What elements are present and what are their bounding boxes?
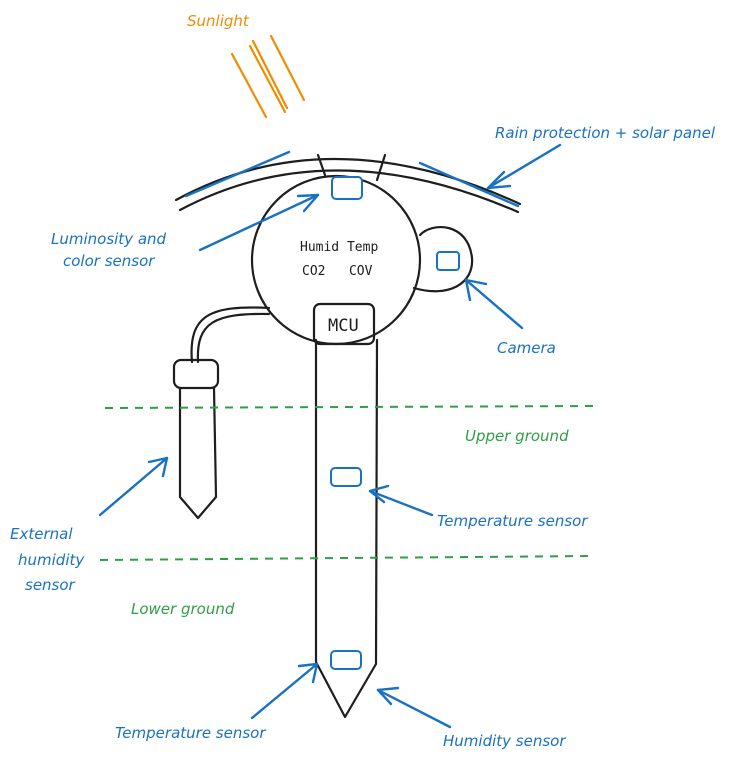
mcu-box [312,302,376,346]
camera-arrow [464,278,524,330]
external-label-line3: sensor [25,576,76,594]
lower-ground-line [99,555,593,561]
external-label-line2: humidity [18,551,85,569]
co2-cov-text: CO2 COV [302,264,373,279]
temperature-sensor-upper-box [330,467,362,487]
sensor-cable [190,306,271,364]
rain-protection-label: Rain protection + solar panel [495,124,716,142]
lower-ground-label: Lower ground [131,600,235,618]
luminosity-sensor-box [331,176,363,200]
rain-protection-roof [174,150,522,214]
external-label-line1: External [10,525,73,543]
temperature-upper-label: Temperature sensor [437,512,588,530]
luminosity-arrow [198,193,320,252]
temperature-lower-arrow [250,662,319,720]
temperature-sensor-lower-box [330,650,362,670]
humid-temp-text: Humid Temp [300,240,378,255]
camera-label: Camera [497,339,556,357]
camera-bump [412,226,474,293]
mcu-label: MCU [328,316,359,336]
sunlight-label: Sunlight [187,12,250,30]
temperature-lower-label: Temperature sensor [115,724,266,742]
humidity-sensor-arrow [376,686,452,729]
external-sensor-probe [178,386,218,520]
camera-box [436,251,460,271]
upper-ground-line [104,405,599,409]
humidity-sensor-label: Humidity sensor [443,732,566,750]
sunlight-rays [230,34,306,119]
upper-ground-label: Upper ground [465,427,569,445]
temperature-upper-arrow [368,484,434,517]
rain-protection-arrow [486,143,562,190]
luminosity-label-line2: color sensor [63,252,155,270]
external-sensor-cap [172,358,220,390]
external-humidity-arrow [98,456,169,517]
luminosity-label-line1: Luminosity and [51,230,167,248]
probe-stake [314,338,379,719]
